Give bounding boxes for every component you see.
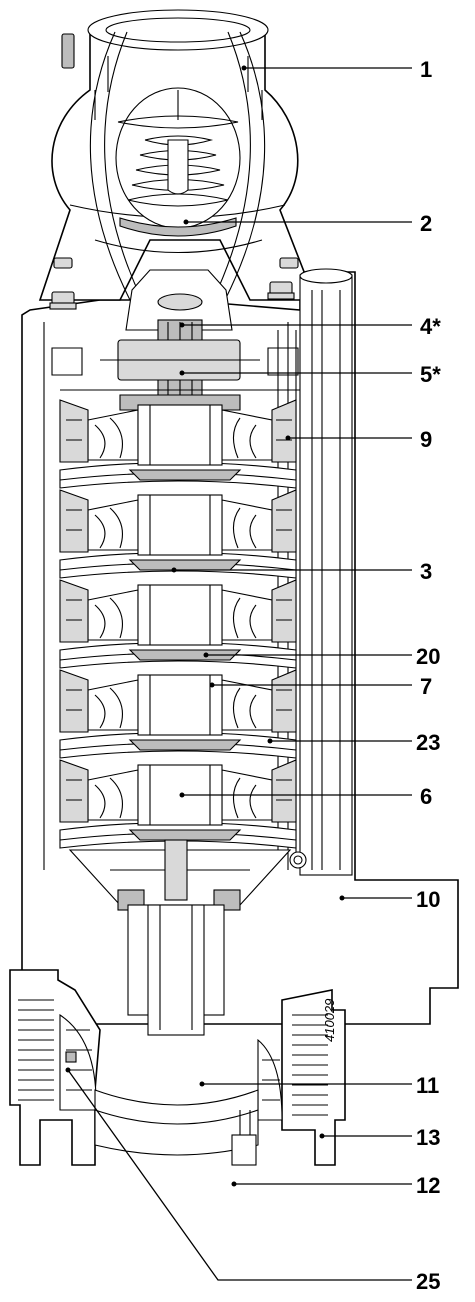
svg-text:1: 1 bbox=[420, 57, 432, 82]
callout-9: 9 bbox=[285, 427, 432, 452]
callout-6: 6 bbox=[179, 784, 432, 809]
strainer-left bbox=[9, 969, 101, 1166]
svg-text:7: 7 bbox=[420, 674, 432, 699]
valve-spring bbox=[117, 90, 239, 237]
svg-text:23: 23 bbox=[416, 730, 440, 755]
suction-interconnector bbox=[68, 839, 292, 1036]
callout-12: 12 bbox=[231, 1173, 440, 1198]
strainer-right bbox=[257, 989, 346, 1166]
callout-25: 25 bbox=[65, 1067, 440, 1294]
callout-3: 3 bbox=[171, 559, 432, 584]
callout-7: 7 bbox=[209, 674, 432, 699]
strap bbox=[299, 268, 353, 876]
bolts bbox=[49, 257, 299, 310]
svg-text:6: 6 bbox=[420, 784, 432, 809]
top-bearing bbox=[51, 269, 300, 411]
svg-text:10: 10 bbox=[416, 887, 440, 912]
callout-20: 20 bbox=[203, 644, 440, 669]
callouts: 1 2 4* 5* 9 3 bbox=[65, 57, 441, 1294]
callout-5: 5* bbox=[179, 362, 441, 387]
svg-text:4*: 4* bbox=[420, 314, 441, 339]
strainer-right-slots bbox=[292, 1014, 328, 1116]
svg-text:3: 3 bbox=[420, 559, 432, 584]
svg-text:11: 11 bbox=[416, 1073, 439, 1098]
base-ring bbox=[94, 1089, 259, 1166]
callout-2: 2 bbox=[183, 211, 432, 236]
svg-text:13: 13 bbox=[416, 1125, 440, 1150]
figure-code: 410029 bbox=[322, 999, 337, 1042]
svg-text:12: 12 bbox=[416, 1173, 440, 1198]
svg-text:25: 25 bbox=[416, 1269, 440, 1294]
pump-drawing: 410029 bbox=[9, 9, 459, 1166]
callout-4: 4* bbox=[179, 314, 441, 339]
impeller-stages bbox=[59, 399, 297, 849]
svg-text:9: 9 bbox=[420, 427, 432, 452]
strainer-left-slots bbox=[18, 999, 54, 1101]
callout-11: 11 bbox=[199, 1073, 439, 1098]
svg-text:20: 20 bbox=[416, 644, 440, 669]
svg-text:2: 2 bbox=[420, 211, 432, 236]
callout-13: 13 bbox=[319, 1125, 440, 1150]
callout-1: 1 bbox=[241, 57, 432, 82]
svg-text:5*: 5* bbox=[420, 362, 441, 387]
callout-10: 10 bbox=[339, 887, 440, 912]
callout-23: 23 bbox=[267, 730, 440, 755]
